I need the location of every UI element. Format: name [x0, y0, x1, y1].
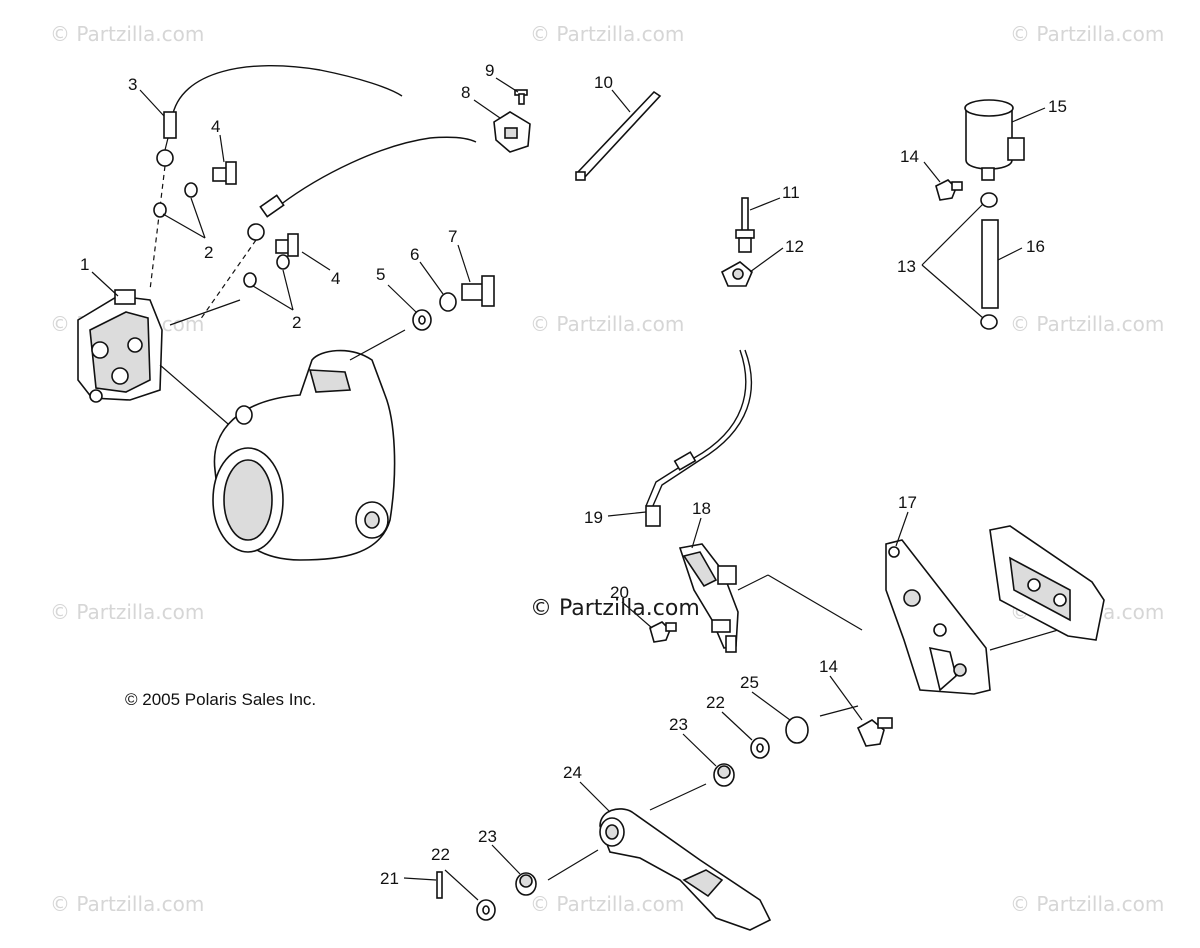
callout-4: 4: [331, 269, 340, 288]
center-watermark: © Partzilla.com: [530, 596, 700, 621]
watermark: © Partzilla.com: [1010, 22, 1165, 46]
callout-7: 7: [448, 227, 457, 246]
master-cylinder: [678, 543, 739, 653]
brake-hose-lower: [279, 136, 477, 206]
callout-18: 18: [692, 499, 711, 518]
master-cylinder-hose: [651, 349, 753, 509]
brake-hose-upper: [171, 65, 403, 119]
screw: [514, 89, 528, 105]
callout-9: 9: [485, 61, 494, 80]
callout-16: 16: [1026, 237, 1045, 256]
callout-22: 22: [431, 845, 450, 864]
callout-4: 4: [211, 117, 220, 136]
callout-3: 3: [128, 75, 137, 94]
brake-pedal: [599, 808, 772, 931]
mounting-bracket: [885, 539, 991, 695]
hose-clamp: [493, 111, 531, 153]
callout-6: 6: [410, 245, 419, 264]
caliper-bolt: [461, 275, 495, 307]
flange-bolt: [856, 717, 893, 747]
brake-housing: [212, 349, 396, 561]
cotter-pin: [436, 871, 443, 899]
callout-12: 12: [785, 237, 804, 256]
hose-clip: [720, 261, 753, 287]
cable-tie: [576, 90, 662, 180]
crush-washer: [243, 272, 257, 288]
crush-washer: [153, 202, 167, 218]
copyright-notice: © 2005 Polaris Sales Inc.: [125, 690, 317, 709]
banjo-fitting: [156, 149, 174, 167]
hose-fitting: [645, 505, 661, 527]
callout-8: 8: [461, 83, 470, 102]
watermark: © Partzilla.com: [530, 312, 685, 336]
banjo-bolt: [275, 233, 299, 257]
callout-20: 20: [610, 583, 629, 602]
callout-23: 23: [478, 827, 497, 846]
watermark: © Partzilla.com: [50, 892, 205, 916]
callout-25: 25: [740, 673, 759, 692]
callout-24: 24: [563, 763, 582, 782]
frame-mount: [989, 525, 1105, 641]
hose-clamp: [980, 314, 998, 330]
watermark: © Partzilla.com: [530, 22, 685, 46]
flange-bolt: [935, 179, 963, 201]
callout-11: 11: [782, 183, 800, 202]
watermark: © Partzilla.com: [1010, 892, 1165, 916]
watermark: © Partzilla.com: [530, 892, 685, 916]
hose-fitting: [259, 194, 285, 218]
brake-fluid-reservoir: [964, 99, 1025, 181]
callout-1: 1: [80, 255, 89, 274]
watermark: © Partzilla.com: [1010, 312, 1165, 336]
callout-17: 17: [898, 493, 917, 512]
banjo-fitting: [247, 223, 265, 241]
callout-13: 13: [897, 257, 916, 276]
lock-washer: [439, 292, 457, 312]
banjo-bolt: [212, 161, 237, 185]
hose-clamp: [980, 192, 998, 208]
callout-23: 23: [669, 715, 688, 734]
circlip: [785, 716, 809, 744]
callout-5: 5: [376, 265, 385, 284]
callout-21: 21: [380, 869, 399, 888]
leader-lines: [91, 77, 1046, 901]
brake-caliper: [77, 289, 163, 403]
reservoir-hose: [981, 219, 999, 309]
callout-22: 22: [706, 693, 725, 712]
watermark: © Partzilla.com: [50, 22, 205, 46]
callout-14: 14: [819, 657, 838, 676]
callout-14: 14: [900, 147, 919, 166]
callout-2: 2: [204, 243, 213, 262]
hose-fitting: [163, 111, 177, 139]
push-rivet: [735, 197, 755, 253]
flange-bolt: [649, 621, 677, 643]
callout-10: 10: [594, 73, 613, 92]
crush-washer: [184, 182, 198, 198]
callout-19: 19: [584, 508, 603, 527]
crush-washer: [276, 254, 290, 270]
watermark: © Partzilla.com: [50, 600, 205, 624]
callout-15: 15: [1048, 97, 1067, 116]
callout-2: 2: [292, 313, 301, 332]
